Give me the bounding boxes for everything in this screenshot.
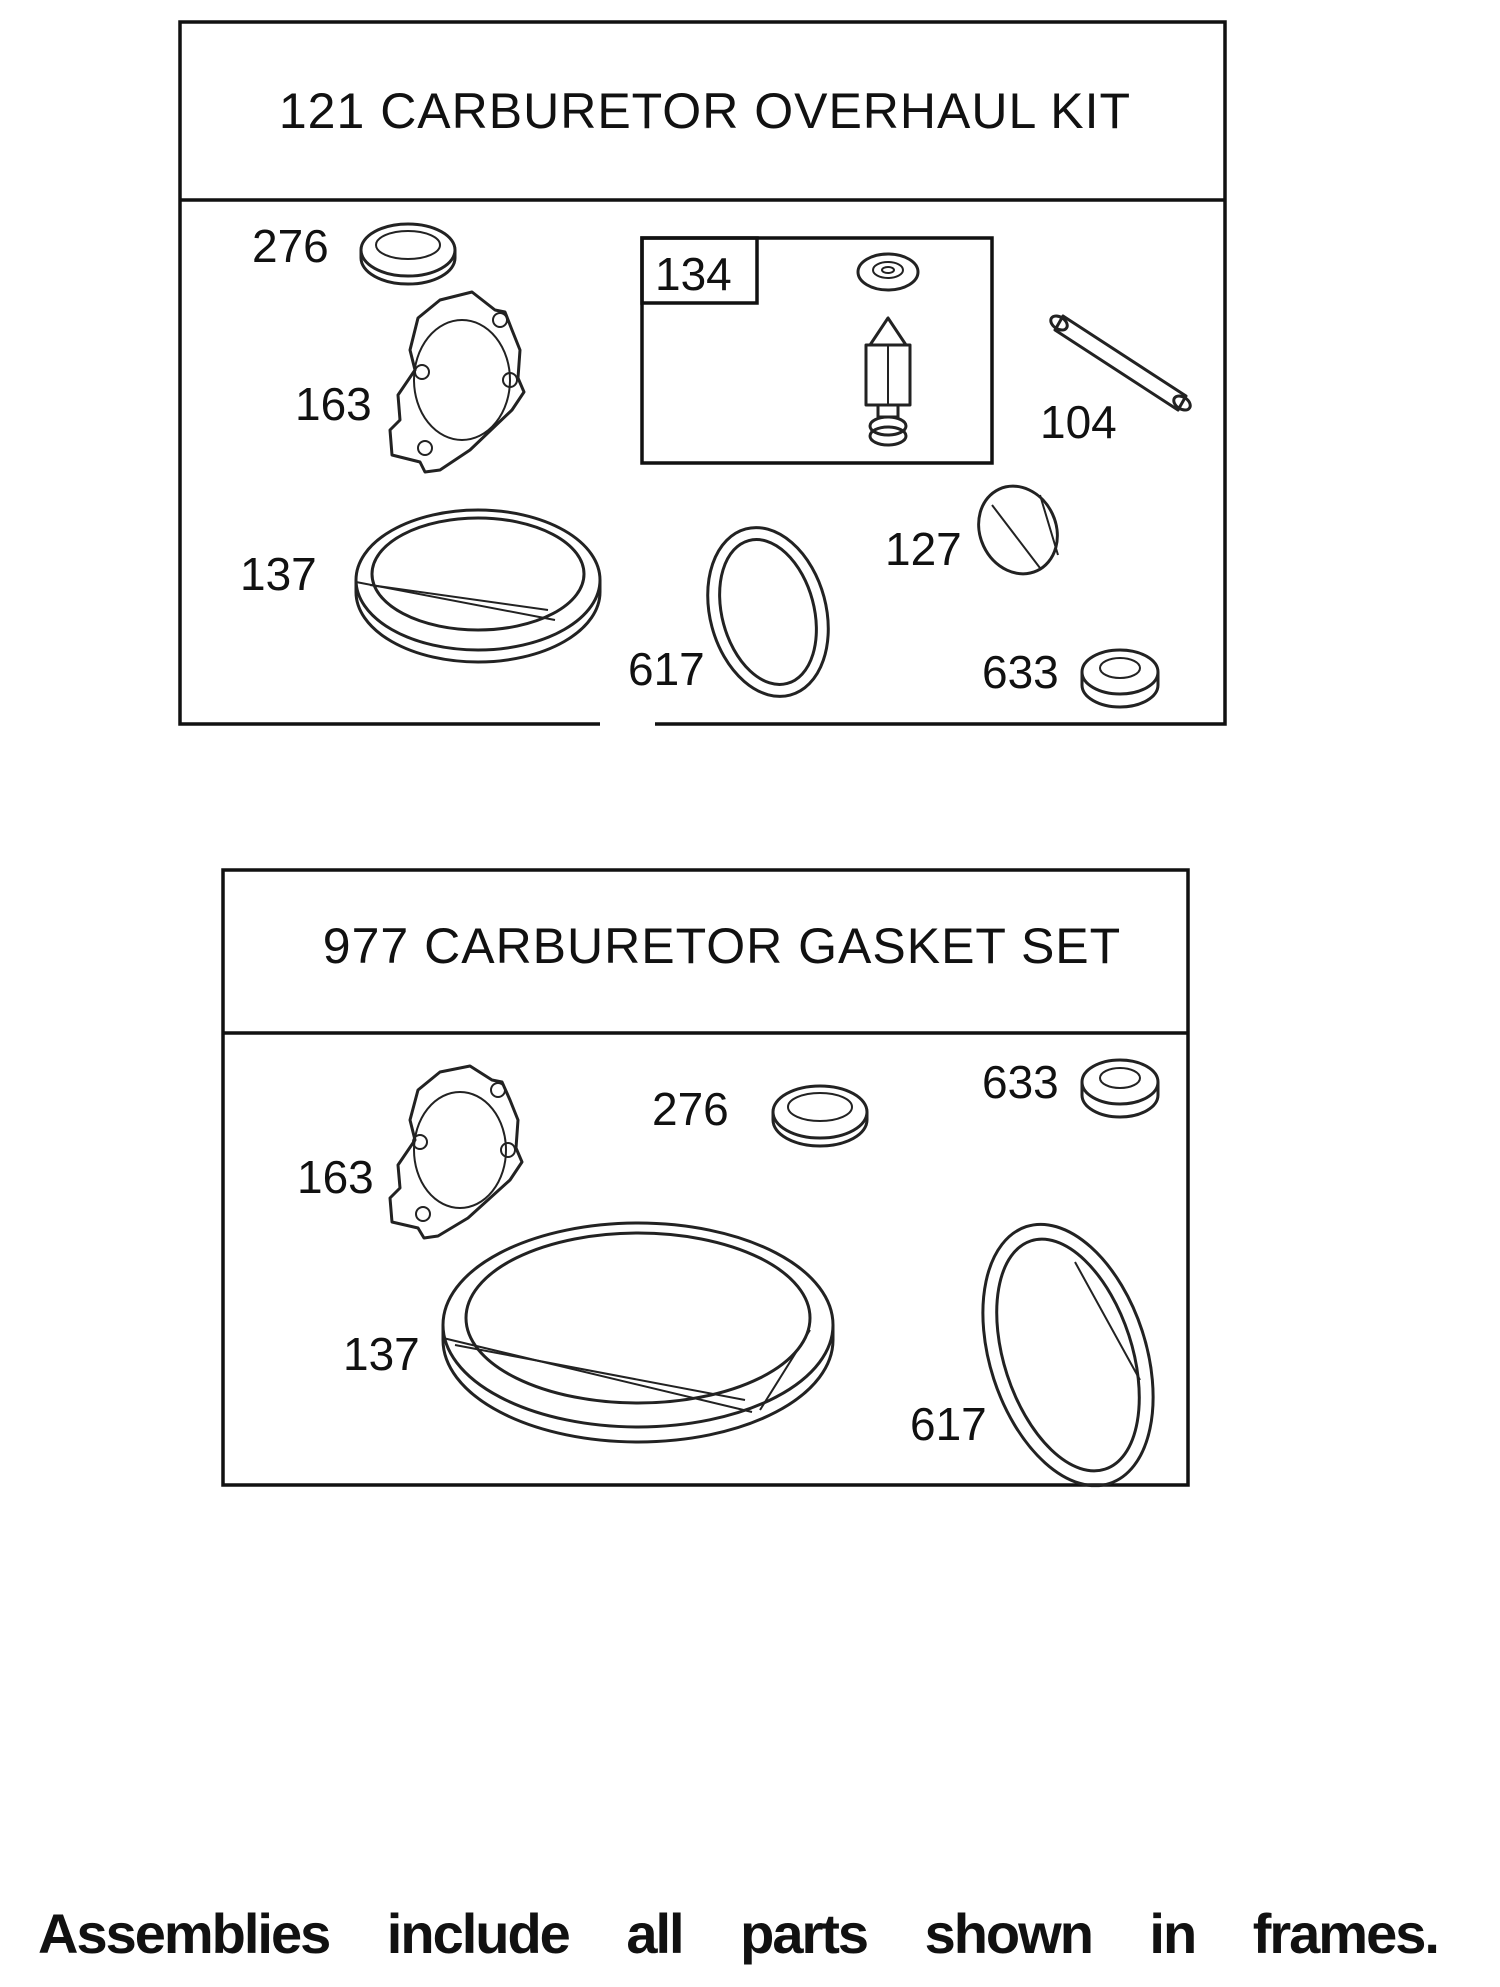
note-word: frames. xyxy=(1252,1901,1440,1965)
set-part-633-washer xyxy=(1080,1058,1160,1119)
part-137-ring xyxy=(354,508,602,664)
overhaul-kit-frame: 121 CARBURETOR OVERHAUL KIT xyxy=(178,20,1227,726)
note-word: all xyxy=(626,1901,684,1965)
overhaul-kit-title: 121 CARBURETOR OVERHAUL KIT xyxy=(279,83,1131,139)
part-163-gasket xyxy=(388,290,526,474)
label-633: 633 xyxy=(982,646,1059,698)
label-134: 134 xyxy=(655,248,732,300)
part-276-washer xyxy=(359,222,457,286)
set-label-633: 633 xyxy=(982,1056,1059,1108)
assemblies-note: Assemblies include all parts shown in fr… xyxy=(38,1898,1440,1968)
part-134-inlet-needle-frame: 134 xyxy=(640,236,994,465)
note-word: Assemblies xyxy=(38,1901,331,1965)
label-104: 104 xyxy=(1040,396,1117,448)
note-word: parts xyxy=(740,1901,869,1965)
set-label-276: 276 xyxy=(652,1083,729,1135)
set-label-617: 617 xyxy=(910,1398,987,1450)
gasket-set-title: 977 CARBURETOR GASKET SET xyxy=(323,918,1121,974)
part-633-washer xyxy=(1080,648,1160,709)
set-label-163: 163 xyxy=(297,1151,374,1203)
note-word: shown xyxy=(924,1901,1094,1965)
set-part-163-gasket xyxy=(388,1064,524,1240)
label-276: 276 xyxy=(252,220,329,272)
set-part-276-washer xyxy=(771,1084,869,1148)
part-104-pin xyxy=(1049,314,1192,412)
label-127: 127 xyxy=(885,523,962,575)
set-label-137: 137 xyxy=(343,1328,420,1380)
note-word: in xyxy=(1149,1901,1197,1965)
note-word: include xyxy=(386,1901,571,1965)
set-part-137-ring xyxy=(441,1221,835,1444)
label-137: 137 xyxy=(240,548,317,600)
label-617: 617 xyxy=(628,643,705,695)
set-part-617-ring xyxy=(981,1222,1155,1488)
label-163: 163 xyxy=(295,378,372,430)
gasket-set-frame: 977 CARBURETOR GASKET SET xyxy=(221,868,1190,1487)
part-617-ring xyxy=(706,526,830,698)
part-127-disc xyxy=(977,484,1059,576)
